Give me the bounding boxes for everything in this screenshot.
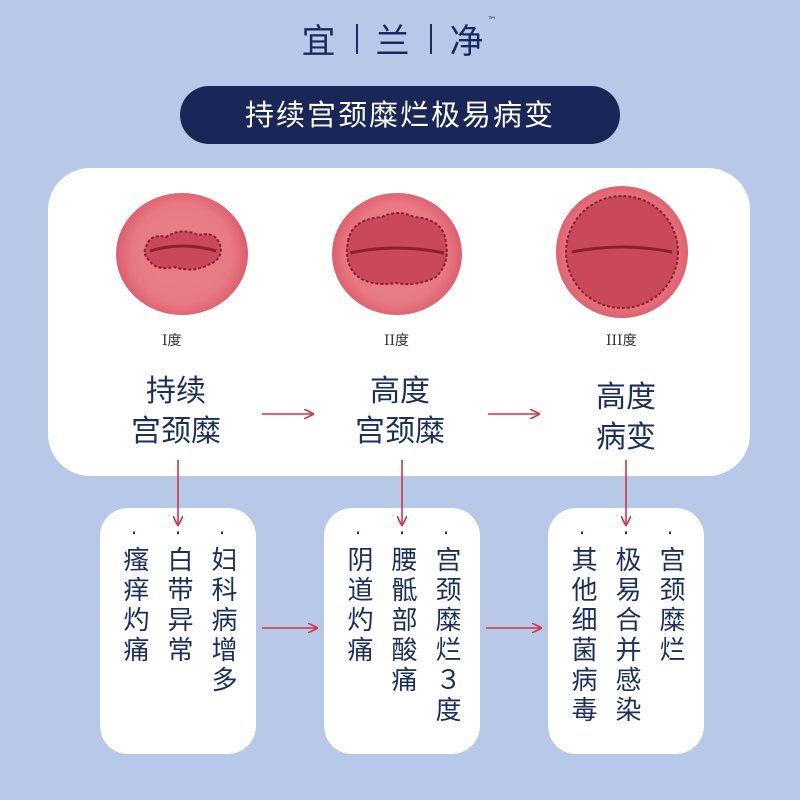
trademark-mark: ™ — [487, 16, 499, 26]
bullet-dot: · — [218, 521, 226, 545]
symptom-column: · 腰骶部酸痛 — [384, 521, 420, 696]
symptom-text: 腰骶部酸痛 — [387, 546, 417, 696]
stage-text-2: 高度 宫颈糜 — [300, 372, 500, 452]
symptom-column: · 阴道灼痛 — [340, 521, 376, 666]
brand-char-3: 净 — [449, 22, 486, 62]
bullet-dot: · — [398, 521, 406, 545]
bullet-dot: · — [130, 521, 138, 545]
stage-2-line-1: 高度 — [370, 374, 430, 409]
bullet-dot: · — [442, 521, 450, 545]
symptom-column: · 宫颈糜烂３度 — [428, 521, 464, 726]
cervix-illustration-stage-3 — [556, 186, 688, 318]
symptom-column: · 瘙痒灼痛 — [116, 521, 152, 666]
symptom-column: · 其他细菌病毒 — [564, 521, 600, 726]
bullet-dot: · — [622, 521, 630, 545]
symptom-text: 妇科病增多 — [207, 546, 237, 696]
bullet-dot: · — [666, 521, 674, 545]
cervix-illustration-stage-1 — [116, 193, 248, 315]
symptom-text: 宫颈糜烂３度 — [431, 546, 461, 726]
brand-char-2: 兰 — [375, 22, 412, 62]
symptom-column: · 宫颈糜烂 — [652, 521, 688, 666]
symptom-column: · 极易合并感染 — [608, 521, 644, 726]
bullet-dot: · — [354, 521, 362, 545]
stage-1-line-1: 持续 — [146, 374, 206, 409]
degree-label-1: I度 — [162, 333, 182, 349]
symptom-column: · 白带异常 — [160, 521, 196, 666]
stage-text-3: 高度 病变 — [526, 378, 726, 458]
symptom-text: 宫颈糜烂 — [655, 546, 685, 666]
symptom-box-1: · 妇科病增多 · 白带异常 · 瘙痒灼痛 — [100, 508, 256, 754]
title-banner: 持续宫颈糜烂极易病变 — [180, 86, 620, 144]
brand-char-1: 宜 — [301, 22, 338, 62]
cervix-illustration-stage-2 — [332, 193, 462, 315]
symptom-text: 阴道灼痛 — [343, 546, 373, 666]
bullet-dot: · — [578, 521, 586, 545]
stage-text-1: 持续 宫颈糜 — [76, 372, 276, 452]
stage-1-line-2: 宫颈糜 — [131, 414, 221, 449]
symptom-text: 其他细菌病毒 — [567, 546, 597, 726]
symptom-column: · 妇科病增多 — [204, 521, 240, 696]
symptom-text: 白带异常 — [163, 546, 193, 666]
degree-label-2: II度 — [384, 333, 410, 349]
bullet-dot: · — [174, 521, 182, 545]
symptom-box-3: · 宫颈糜烂 · 极易合并感染 · 其他细菌病毒 — [548, 508, 704, 754]
brand-logo: 宜 兰 净 ™ — [0, 14, 800, 63]
stage-2-line-2: 宫颈糜 — [355, 414, 445, 449]
symptom-text: 瘙痒灼痛 — [119, 546, 149, 666]
degree-label-3: III度 — [606, 333, 637, 349]
symptom-text: 极易合并感染 — [611, 546, 641, 726]
brand-divider — [429, 23, 432, 54]
symptom-box-2: · 宫颈糜烂３度 · 腰骶部酸痛 · 阴道灼痛 — [324, 508, 480, 754]
stage-3-line-1: 高度 — [596, 380, 656, 415]
brand-divider — [355, 23, 358, 54]
stage-3-line-2: 病变 — [596, 420, 656, 455]
